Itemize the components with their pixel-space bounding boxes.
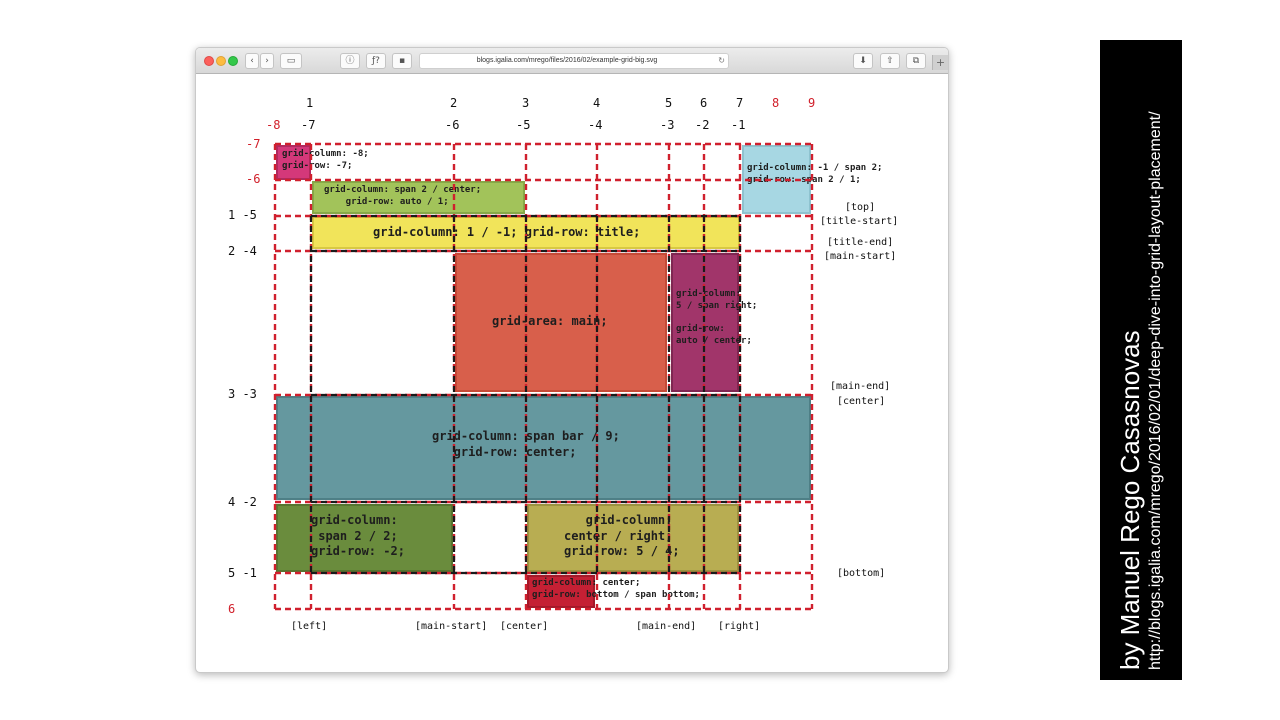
crimson-item-label: grid-column: center; grid-row: bottom / … (532, 578, 700, 600)
url-text: blogs.igalia.com/mrego/files/2016/02/exa… (476, 57, 658, 64)
chevron-right-icon: › (265, 56, 269, 66)
col-line-4: 4 (593, 96, 601, 110)
reload-icon[interactable]: ↻ (718, 56, 725, 65)
chevron-left-icon: ‹ (250, 56, 254, 66)
author-text: by Manuel Rego Casasnovas (1115, 330, 1145, 670)
mustard-item-label: grid-column: center / right; grid-row: 5… (564, 513, 680, 559)
olive-item-label: grid-column: span 2 / 2; grid-row: -2; (311, 513, 405, 559)
col-line-neg-1: -1 (731, 118, 746, 132)
col-line-neg-5: -5 (516, 118, 531, 132)
new-tab-button[interactable]: + (932, 55, 948, 70)
col-name-main-end: [main-end] (636, 621, 697, 632)
col-name-right: [right] (718, 621, 761, 632)
row-line-neg-6: -6 (246, 172, 261, 186)
forward-button[interactable]: › (260, 53, 274, 69)
row-name-main-end: [main-end] (830, 381, 891, 392)
row-line-4: 4 -2 (228, 495, 257, 509)
col-line-1: 1 (306, 96, 314, 110)
row-name-center: [center] (837, 396, 886, 407)
green-item-label: grid-column: span 2 / center; grid-row: … (324, 185, 482, 207)
olive-grid-item (276, 504, 453, 572)
lock-icon: ▪ (398, 56, 406, 66)
col-name-left: [left] (291, 621, 328, 632)
col-line-9: 9 (808, 96, 816, 110)
svg-page-content: 1 2 3 4 5 6 7 8 9 -8 -7 -6 -5 -4 -3 -2 -… (196, 73, 948, 672)
close-window-button[interactable] (204, 56, 214, 66)
show-tabs-button[interactable]: ⧉ (906, 53, 926, 69)
zoom-window-button[interactable] (228, 56, 238, 66)
row-line-neg-7: -7 (246, 137, 261, 151)
pink-grid-item (276, 145, 311, 180)
share-button[interactable]: ⇧ (880, 53, 900, 69)
col-line-7: 7 (736, 96, 744, 110)
address-bar[interactable]: blogs.igalia.com/mrego/files/2016/02/exa… (419, 53, 729, 69)
col-line-neg-2: -2 (695, 118, 710, 132)
info-icon: ⓘ (345, 56, 355, 66)
downloads-button[interactable]: ⬇ (853, 53, 873, 69)
teal-item-label: grid-column: span bar / 9; grid-row: cen… (432, 429, 620, 459)
col-name-main-start: [main-start] (415, 621, 488, 632)
col-line-8: 8 (772, 96, 780, 110)
purple-item-label: grid-column: 5 / span right; grid-row: a… (676, 289, 758, 346)
sidebar-icon: ▭ (286, 56, 296, 66)
pink-item-label: grid-column: -8; grid-row: -7; (282, 149, 369, 171)
col-line-6: 6 (700, 96, 708, 110)
author-banner: by Manuel Rego Casasnovas http://blogs.i… (1100, 40, 1182, 680)
main-item-label: grid-area: main; (492, 314, 608, 328)
crimson-grid-item (527, 575, 595, 608)
row-name-title-start: [title-start] (820, 216, 899, 227)
col-name-center: [center] (500, 621, 549, 632)
blog-url-text: http://blogs.igalia.com/mrego/2016/02/01… (1147, 111, 1164, 670)
main-grid-item (455, 253, 667, 392)
share-icon: ⇧ (886, 56, 894, 66)
download-icon: ⬇ (859, 56, 867, 66)
browser-window: ‹ › ▭ ⓘ ƒ? ▪ blogs.igalia.com/mrego/file… (195, 47, 949, 673)
yellow-item-label: grid-column: 1 / -1; grid-row: title; (373, 225, 641, 239)
row-line-5: 5 -1 (228, 566, 257, 580)
row-name-top: [top] (845, 202, 876, 213)
col-line-neg-4: -4 (588, 118, 603, 132)
extension-button[interactable]: ƒ? (366, 53, 386, 69)
lock-button[interactable]: ▪ (392, 53, 412, 69)
col-line-2: 2 (450, 96, 458, 110)
row-name-title-end: [title-end] (827, 237, 894, 248)
function-icon: ƒ? (372, 56, 380, 66)
row-line-3: 3 -3 (228, 387, 257, 401)
row-name-main-start: [main-start] (824, 251, 897, 262)
minimize-window-button[interactable] (216, 56, 226, 66)
back-button[interactable]: ‹ (245, 53, 259, 69)
row-name-bottom: [bottom] (837, 568, 886, 579)
col-line-neg-7: -7 (301, 118, 316, 132)
plus-icon: + (935, 56, 946, 69)
info-button[interactable]: ⓘ (340, 53, 360, 69)
row-line-6: 6 (228, 602, 236, 616)
row-line-1: 1 -5 (228, 208, 257, 222)
light-blue-item-label: grid-column: -1 / span 2; grid-row: span… (747, 163, 883, 185)
row-line-2: 2 -4 (228, 244, 257, 258)
tabs-icon: ⧉ (912, 56, 920, 66)
teal-grid-item (276, 396, 811, 500)
col-line-neg-6: -6 (445, 118, 460, 132)
col-line-neg-8: -8 (266, 118, 281, 132)
col-line-neg-3: -3 (660, 118, 675, 132)
sidebar-button[interactable]: ▭ (280, 53, 302, 69)
col-line-3: 3 (522, 96, 530, 110)
green-grid-item (312, 181, 525, 214)
browser-toolbar: ‹ › ▭ ⓘ ƒ? ▪ blogs.igalia.com/mrego/file… (196, 48, 948, 74)
col-line-5: 5 (665, 96, 673, 110)
